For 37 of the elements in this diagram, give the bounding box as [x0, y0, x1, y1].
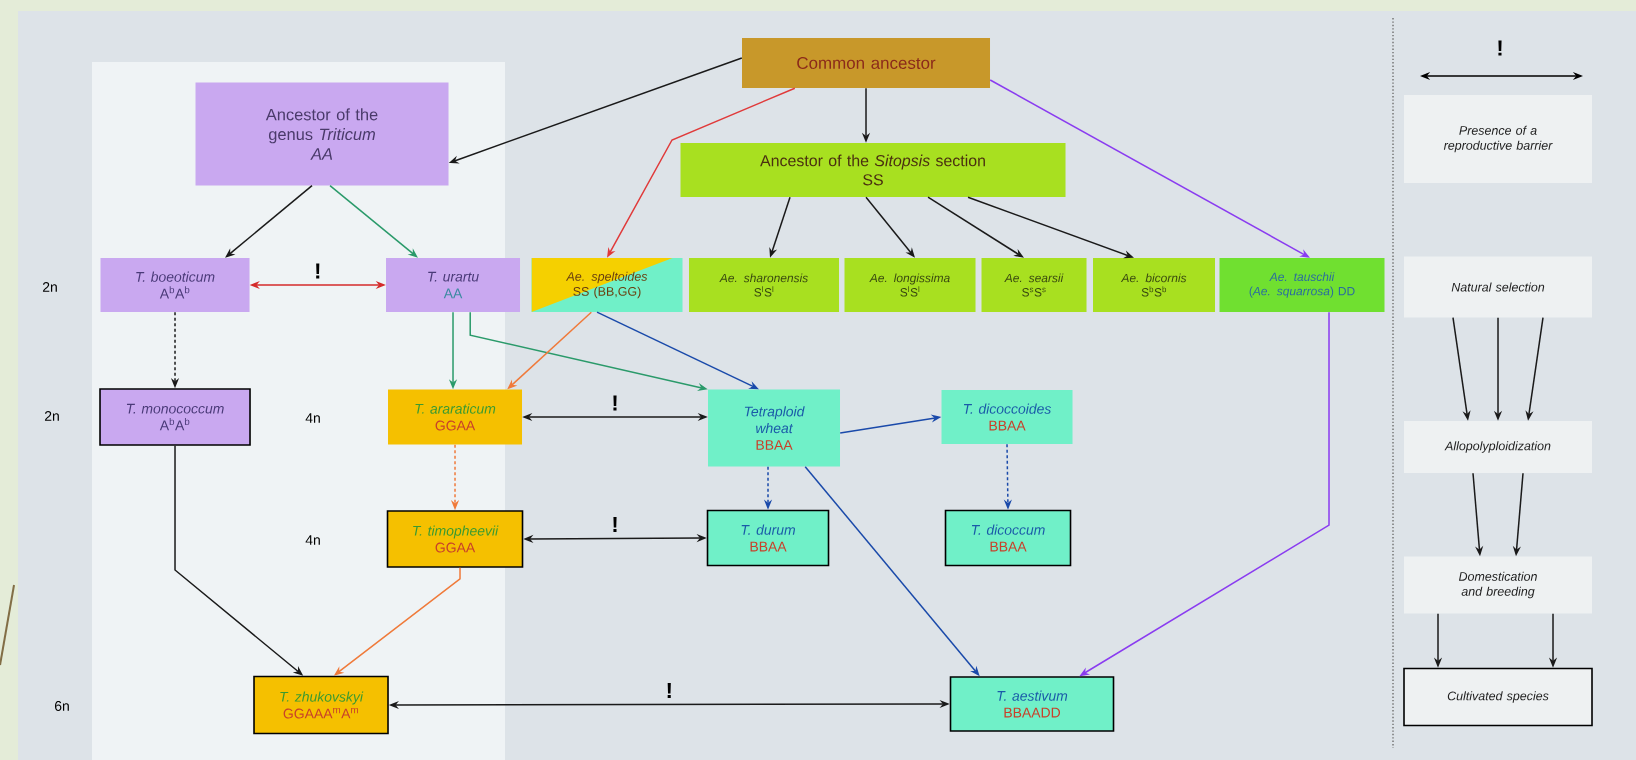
ploidy-label: 4n: [305, 535, 320, 545]
ploidy-label: 4n: [305, 413, 320, 423]
legend-box: Cultivated species: [1403, 667, 1593, 727]
ancestor-box: Ancestor of the genus Triticum AA: [195, 82, 449, 186]
ancestor-box: Common ancestor: [742, 38, 990, 88]
species-box: T. dicoccum BBAA: [944, 509, 1072, 567]
arrow: [225, 184, 313, 258]
exclamation-mark: !: [1498, 40, 1502, 56]
ploidy-label: 2n: [44, 411, 59, 421]
species-box: T. dicoccoides BBAA: [941, 390, 1073, 444]
species-box: T. urartu AA: [386, 258, 520, 312]
arrow: [927, 196, 1024, 258]
legend-box: Presence of a reproductive barrier: [1404, 95, 1592, 183]
ancestor-box: Ancestor of the Sitopsis section SS: [680, 143, 1066, 197]
edge-label: !: [667, 682, 671, 698]
species-box: Ae. bicornis S$^{b}$S$^{b}$: [1093, 258, 1215, 312]
ploidy-label: 2n: [42, 282, 57, 292]
species-box: T. araraticum GGAA: [388, 389, 522, 445]
species-box: T. aestivum BBAADD: [949, 676, 1115, 732]
edge-label: !: [613, 395, 617, 411]
species-box: Ae. tauschii (Ae. squarrosa) DD: [1219, 258, 1385, 312]
edge-label: !: [316, 263, 320, 279]
legend-box: Domestication and breeding: [1404, 556, 1592, 614]
legend-box: Allopolyploidization: [1404, 421, 1592, 473]
species-box: T. boeoticum A$^{b}$A$^{b}$: [100, 258, 250, 312]
species-box: Ae. longissima S$^{l}$S$^{l}$: [844, 258, 976, 312]
species-box: T. zhukovskyi GGAAA$^{m}$A$^{m}$: [253, 675, 389, 735]
species-box: Tetraploid wheat BBAA: [708, 389, 840, 467]
species-box: T. monococcum A$^{b}$A$^{b}$: [99, 388, 251, 446]
species-box: Ae. searsii S$^{s}$S$^{s}$: [981, 258, 1087, 312]
arrow: [329, 184, 418, 258]
edge-label: !: [613, 516, 617, 532]
species-box: T. durum BBAA: [706, 509, 830, 567]
ploidy-label: 6n: [54, 701, 69, 711]
species-box: Ae. sharonensis S$^{l}$S$^{l}$: [689, 258, 839, 312]
legend-box: Natural selection: [1404, 256, 1592, 318]
species-box: T. timopheevii GGAA: [386, 510, 524, 568]
